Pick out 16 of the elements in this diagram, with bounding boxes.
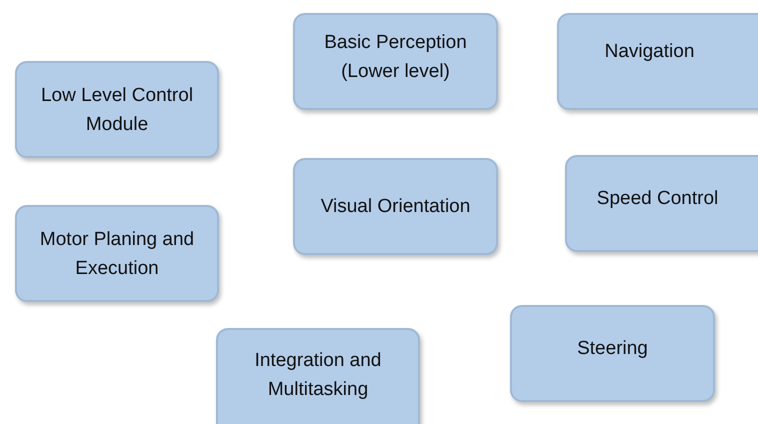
box-label: Steering <box>576 337 649 361</box>
process-box <box>216 328 420 424</box>
process-box <box>510 305 715 402</box>
box-label: Integration and Multitasking <box>254 349 382 402</box>
box-label: Navigation <box>604 40 696 64</box>
process-box <box>293 158 498 255</box>
box-label: Speed Control <box>596 187 720 211</box>
box-label: Basic Perception (Lower level) <box>323 30 468 84</box>
box-label: Low Level Control Module <box>40 84 194 136</box>
process-box <box>15 61 219 158</box>
process-box <box>15 205 219 302</box>
box-label: Visual Orientation <box>320 195 472 219</box>
box-label: Motor Planing and Execution <box>38 228 196 280</box>
process-box <box>293 13 498 110</box>
process-box <box>557 13 758 110</box>
process-box <box>565 155 758 252</box>
